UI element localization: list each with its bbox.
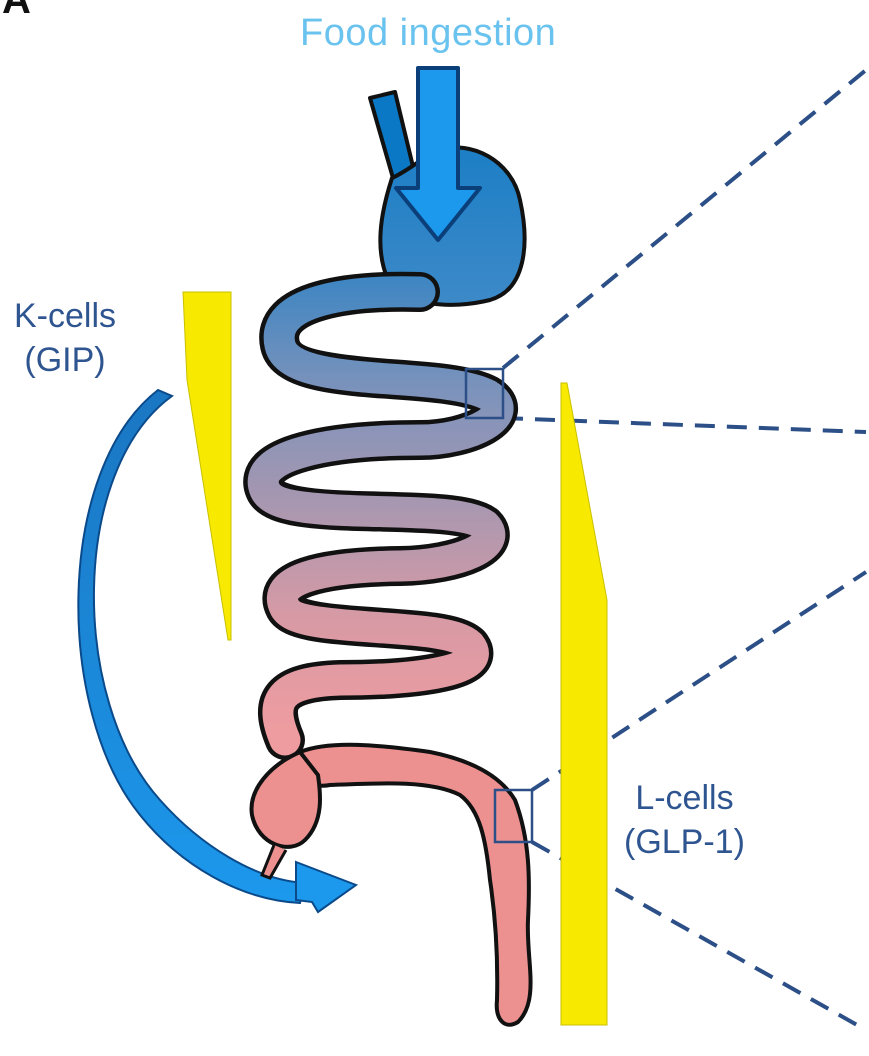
- zoom-line-upper-top: [503, 70, 866, 368]
- k-cells-label: K-cells (GIP): [14, 294, 116, 382]
- k-cells-name: K-cells: [14, 294, 116, 338]
- l-cells-label: L-cells (GLP-1): [624, 776, 745, 864]
- k-cells-gradient-bar: [183, 292, 231, 640]
- small-intestine: [263, 292, 498, 740]
- zoom-lines: [503, 70, 866, 1030]
- k-cells-hormone: (GIP): [14, 338, 116, 382]
- curved-arrow-head: [296, 862, 356, 912]
- l-cells-name: L-cells: [624, 776, 745, 820]
- l-cells-hormone: (GLP-1): [624, 820, 745, 864]
- zoom-line-upper-bottom: [503, 418, 866, 432]
- panel-letter: A: [2, 0, 31, 23]
- l-cells-gradient-bar: [561, 383, 607, 1025]
- food-ingestion-title: Food ingestion: [300, 12, 556, 55]
